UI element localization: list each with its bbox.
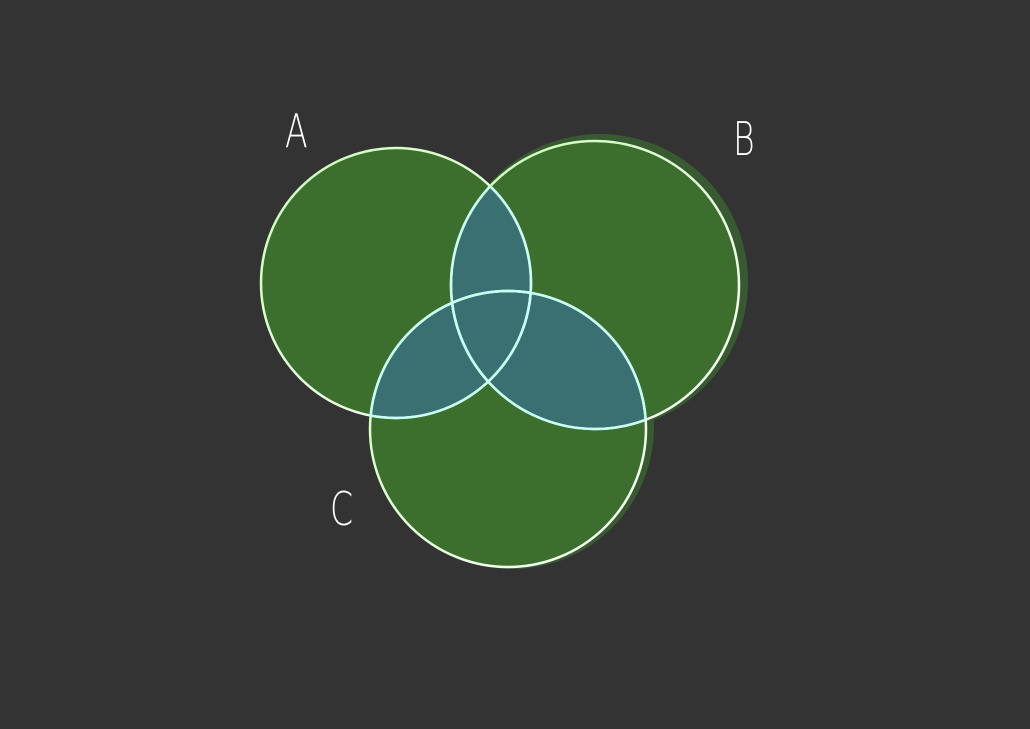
overlap-a-c-group bbox=[370, 291, 531, 418]
inner-arc-group-c bbox=[370, 291, 646, 431]
set-label-c: C bbox=[330, 482, 354, 536]
overlap-a-c bbox=[370, 291, 531, 418]
inner-arc-a-in-c bbox=[370, 291, 533, 420]
set-label-b: B bbox=[733, 112, 755, 166]
set-label-a: A bbox=[285, 104, 308, 158]
inner-arc-b-in-c bbox=[449, 291, 646, 431]
overlap-b-c bbox=[451, 291, 646, 429]
inner-arc-b-in-a bbox=[449, 148, 531, 418]
overlap-b-c-group bbox=[451, 291, 646, 429]
inner-arc-c-in-b bbox=[451, 289, 648, 429]
inner-arc-a-in-b bbox=[451, 146, 533, 420]
inner-arc-group-b bbox=[451, 146, 648, 429]
